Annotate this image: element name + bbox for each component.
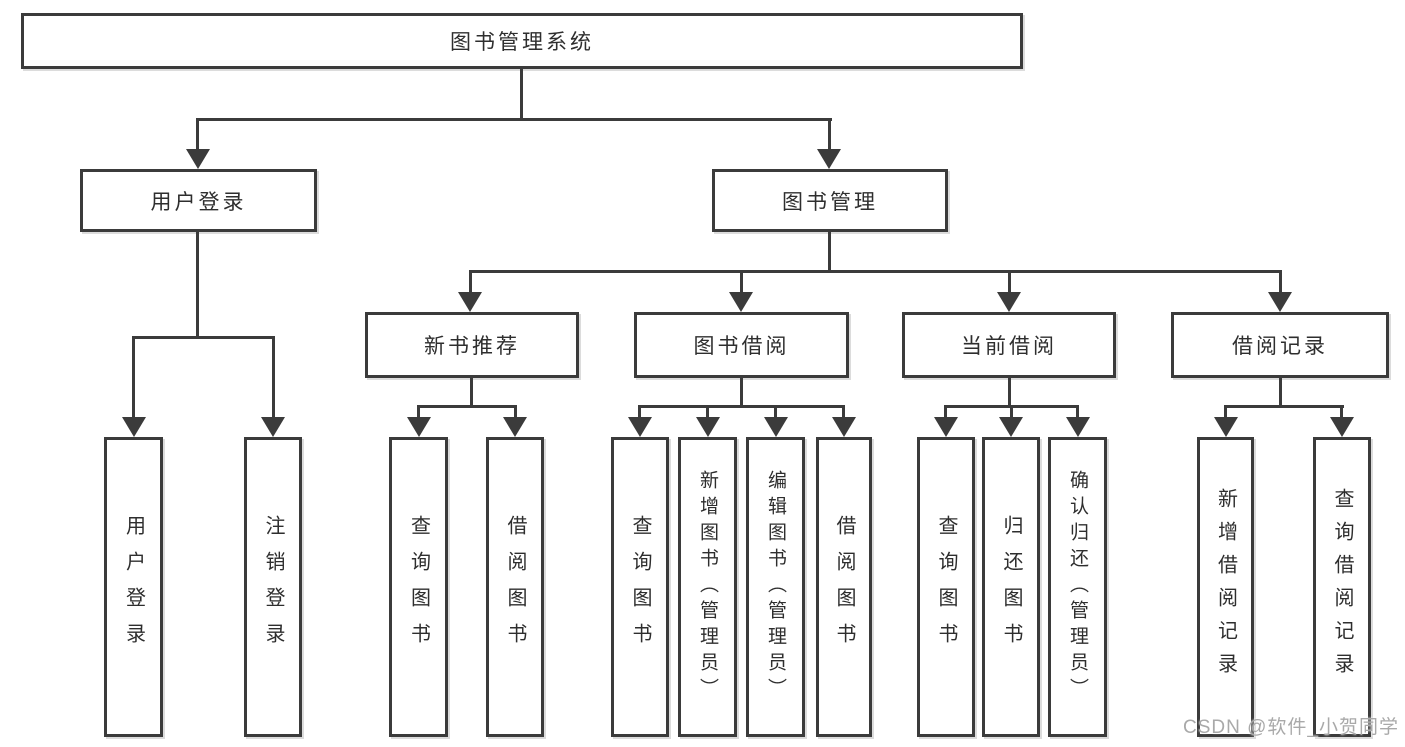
connector-line [196, 118, 832, 121]
arrow-down-icon [696, 417, 720, 437]
connector-line [1224, 405, 1227, 419]
node-new-book-recommendation: 新书推荐 [365, 312, 579, 378]
leaf-user-login: 用户登录 [104, 437, 163, 737]
arrow-down-icon [832, 417, 856, 437]
connector-line [196, 232, 199, 338]
leaf-label: 查询图书 [935, 515, 957, 659]
leaf-label: 查询图书 [629, 515, 651, 659]
leaf-label: 编辑图书（管理员） [765, 470, 786, 704]
leaf-label: 查询图书 [407, 515, 430, 659]
arrow-down-icon [997, 292, 1021, 312]
arrow-down-icon [729, 292, 753, 312]
watermark: CSDN @软件_小贺同学 [1183, 717, 1399, 738]
arrow-down-icon [817, 149, 841, 169]
leaf-borrow-books-borrowing: 借阅图书 [816, 437, 872, 737]
leaf-add-borrow-record: 新增借阅记录 [1197, 437, 1254, 737]
arrow-down-icon [186, 149, 210, 169]
arrow-down-icon [122, 417, 146, 437]
node-label: 当前借阅 [961, 335, 1057, 358]
arrow-down-icon [999, 417, 1023, 437]
node-book-borrowing: 图书借阅 [634, 312, 849, 378]
node-label: 用户登录 [150, 190, 247, 214]
leaf-query-borrow-record: 查询借阅记录 [1313, 437, 1371, 737]
connector-line [520, 69, 523, 118]
node-label: 图书借阅 [693, 335, 790, 358]
arrow-down-icon [458, 292, 482, 312]
arrow-down-icon [1268, 292, 1292, 312]
connector-line [132, 336, 275, 339]
node-label: 新书推荐 [424, 335, 520, 358]
node-library-system: 图书管理系统 [21, 13, 1023, 69]
arrow-down-icon [407, 417, 431, 437]
leaf-add-books-admin: 新增图书（管理员） [678, 437, 737, 737]
leaf-query-books-recommend: 查询图书 [389, 437, 448, 737]
node-label: 图书管理系统 [450, 31, 594, 54]
connector-line [706, 405, 709, 419]
node-user-login: 用户登录 [80, 169, 317, 232]
connector-line [132, 336, 135, 420]
connector-line [469, 270, 1282, 273]
connector-line [514, 405, 517, 419]
arrow-down-icon [764, 417, 788, 437]
leaf-label: 查询借阅记录 [1331, 488, 1353, 686]
node-label: 图书管理 [782, 190, 878, 214]
connector-line [638, 405, 845, 408]
connector-line [272, 336, 275, 420]
connector-line [774, 405, 777, 419]
arrow-down-icon [934, 417, 958, 437]
connector-line [638, 405, 641, 419]
connector-line [1008, 378, 1011, 408]
leaf-logout: 注销登录 [244, 437, 302, 737]
connector-line [1340, 405, 1343, 419]
leaf-label: 用户登录 [122, 515, 145, 659]
arrow-down-icon [503, 417, 527, 437]
connector-line [1010, 405, 1013, 419]
arrow-down-icon [1214, 417, 1238, 437]
leaf-query-books-borrowing: 查询图书 [611, 437, 669, 737]
leaf-label: 借阅图书 [833, 515, 855, 659]
connector-line [944, 405, 947, 419]
node-label: 借阅记录 [1232, 335, 1328, 358]
arrow-down-icon [1066, 417, 1090, 437]
leaf-return-books: 归还图书 [982, 437, 1040, 737]
connector-line [1076, 405, 1079, 419]
leaf-borrow-books-recommend: 借阅图书 [486, 437, 544, 737]
connector-line [828, 232, 831, 272]
connector-line [842, 405, 845, 419]
leaf-confirm-return-admin: 确认归还（管理员） [1048, 437, 1107, 737]
leaf-label: 归还图书 [1000, 515, 1022, 659]
node-current-borrowing: 当前借阅 [902, 312, 1116, 378]
connector-line [740, 378, 743, 408]
node-borrowing-records: 借阅记录 [1171, 312, 1389, 378]
node-book-management: 图书管理 [712, 169, 948, 232]
connector-line [417, 405, 517, 408]
leaf-label: 新增借阅记录 [1214, 488, 1237, 686]
leaf-edit-books-admin: 编辑图书（管理员） [746, 437, 805, 737]
connector-line [1279, 270, 1282, 295]
connector-line [1224, 405, 1344, 408]
leaf-label: 借阅图书 [504, 515, 526, 659]
connector-line [1008, 270, 1011, 295]
connector-line [470, 378, 473, 408]
connector-line [1279, 378, 1282, 408]
connector-line [469, 270, 472, 295]
arrow-down-icon [1330, 417, 1354, 437]
connector-line [740, 270, 743, 295]
leaf-label: 确认归还（管理员） [1067, 470, 1088, 704]
connector-line [417, 405, 420, 419]
arrow-down-icon [628, 417, 652, 437]
leaf-label: 新增图书（管理员） [697, 470, 718, 704]
leaf-label: 注销登录 [262, 515, 284, 659]
connector-line [828, 118, 831, 152]
arrow-down-icon [261, 417, 285, 437]
connector-line [196, 118, 199, 152]
leaf-query-books-current: 查询图书 [917, 437, 975, 737]
